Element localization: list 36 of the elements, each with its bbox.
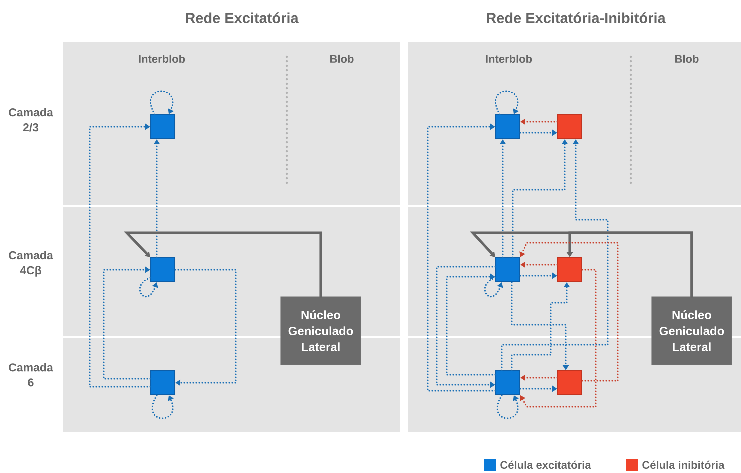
arrow <box>124 232 322 298</box>
column-label: Interblob <box>486 54 532 64</box>
layer-label: Camada 2/3 <box>9 108 54 132</box>
cell-square <box>558 258 582 282</box>
nucleus-box: Núcleo Geniculado Lateral <box>280 296 362 366</box>
cell-square <box>558 370 582 396</box>
panel-title: Rede Excitatória <box>186 12 299 24</box>
cell-square <box>496 114 520 140</box>
layer-label: Camada 6 <box>9 363 54 387</box>
nucleus-box: Núcleo Geniculado Lateral <box>652 296 732 366</box>
arrow <box>520 242 619 382</box>
arrow <box>446 274 496 376</box>
arrow <box>139 277 158 298</box>
arrow <box>496 394 519 420</box>
arrow <box>152 394 174 420</box>
legend-label: Célula inibitória <box>642 460 725 470</box>
arrow <box>150 90 174 116</box>
cell-square <box>150 370 176 396</box>
arrow <box>103 266 152 380</box>
arrow <box>427 124 496 392</box>
cell-square <box>150 258 176 282</box>
column-label: Interblob <box>139 54 186 64</box>
panel-title: Rede Excitatória-Inibitória <box>487 12 666 24</box>
column-label: Blob <box>676 54 699 64</box>
cell-square <box>558 114 582 140</box>
arrow <box>494 90 519 116</box>
arrow <box>174 269 237 386</box>
cell-square <box>496 370 520 396</box>
cell-square <box>150 114 176 140</box>
legend-label: Célula excitatória <box>500 460 592 470</box>
cell-square <box>496 258 520 282</box>
arrow <box>520 269 597 408</box>
arrow <box>484 277 504 298</box>
layer-label: Camada 4Cβ <box>9 251 54 277</box>
arrow <box>89 124 152 388</box>
column-label: Blob <box>330 54 354 64</box>
